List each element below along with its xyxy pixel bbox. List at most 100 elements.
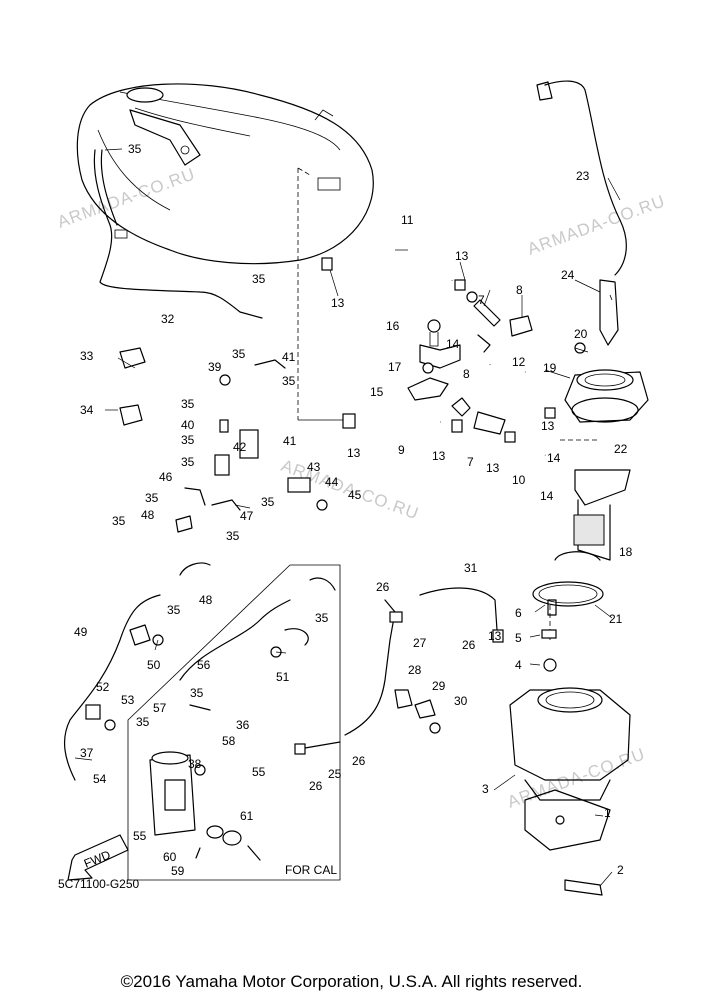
- callout: 42: [233, 440, 247, 454]
- callout: 49: [74, 625, 88, 639]
- copyright-text: ©2016 Yamaha Motor Corporation, U.S.A. A…: [120, 972, 583, 991]
- callout: 35: [181, 455, 195, 469]
- callout: 13: [541, 419, 555, 433]
- callout: 35: [315, 611, 329, 625]
- hose-23: [536, 80, 627, 346]
- callout: 13: [488, 629, 502, 643]
- callout: 55: [133, 829, 147, 843]
- callout: 13: [347, 446, 361, 460]
- callout: 16: [386, 319, 400, 333]
- callout: 3: [482, 782, 489, 796]
- callout: 6: [515, 606, 522, 620]
- leader-lines: [74, 148, 621, 887]
- callout: 9: [398, 443, 405, 457]
- callout: 17: [388, 360, 402, 374]
- callout: 58: [222, 734, 236, 748]
- callout: 30: [454, 694, 468, 708]
- callout: 35: [145, 491, 159, 505]
- callout: 23: [576, 169, 590, 183]
- callout: 13: [455, 249, 469, 263]
- left-small-parts: [119, 347, 328, 576]
- callout: 20: [574, 327, 588, 341]
- breather-hoses: [298, 248, 546, 457]
- diagram-code: 5C71100-G250: [58, 877, 139, 891]
- callout: 4: [515, 658, 522, 672]
- callout: 35: [232, 347, 246, 361]
- callout: 18: [619, 545, 633, 559]
- callout: 35: [181, 397, 195, 411]
- callout: 29: [432, 679, 446, 693]
- callout: 26: [376, 580, 390, 594]
- callout: 43: [307, 460, 321, 474]
- callout: 26: [462, 638, 476, 652]
- cal-label: FOR CAL: [285, 863, 337, 877]
- fwd-label: FWD: [82, 847, 113, 870]
- fwd-arrow: FWD: [67, 834, 129, 881]
- callout: 38: [188, 757, 202, 771]
- callout: 8: [463, 367, 470, 381]
- callout: 15: [370, 385, 384, 399]
- cal-canister-section: [127, 564, 341, 881]
- callout: 59: [171, 864, 185, 878]
- fuel-pump-cover: [294, 587, 631, 896]
- callout: 39: [208, 360, 222, 374]
- callout: 14: [547, 451, 561, 465]
- fittings-cluster: [321, 257, 556, 443]
- callout: 60: [163, 850, 177, 864]
- callout: 40: [181, 418, 195, 432]
- callout: 35: [261, 495, 275, 509]
- callout: 24: [561, 268, 575, 282]
- callout: 13: [432, 449, 446, 463]
- callout: 48: [199, 593, 213, 607]
- callout: 19: [543, 361, 557, 375]
- callout: 13: [331, 296, 345, 310]
- callout: 56: [197, 658, 211, 672]
- callout: 1: [604, 806, 611, 820]
- callout: 61: [240, 809, 254, 823]
- callout: 33: [80, 349, 94, 363]
- watermark: ARMADA-CO.RU: [505, 744, 648, 812]
- callout: 36: [236, 718, 250, 732]
- callout: 7: [478, 293, 485, 307]
- callout: 41: [283, 434, 297, 448]
- callout: 2: [617, 863, 624, 877]
- callout: 35: [252, 272, 266, 286]
- callout: 35: [181, 433, 195, 447]
- callout: 5: [515, 631, 522, 645]
- callout: 53: [121, 693, 135, 707]
- callout: 35: [282, 374, 296, 388]
- callout: 12: [512, 355, 526, 369]
- callout: 25: [328, 767, 342, 781]
- callout: 57: [153, 701, 167, 715]
- watermark: ARMADA-CO.RU: [525, 191, 668, 259]
- callout: 13: [486, 461, 500, 475]
- callout: 47: [240, 509, 254, 523]
- callout-labels: 1 2 3 4 5 6 7 7 8 8 9 10 11 12 13 13 13 …: [74, 142, 633, 878]
- callout: 35: [226, 529, 240, 543]
- callout: 34: [80, 403, 94, 417]
- callout: 46: [159, 470, 173, 484]
- callout: 26: [352, 754, 366, 768]
- hose-47-51: [64, 594, 282, 781]
- callout: 35: [167, 603, 181, 617]
- callout: 10: [512, 473, 526, 487]
- callout: 14: [446, 337, 460, 351]
- callout: 27: [413, 636, 427, 650]
- drain-hose-32: [93, 149, 263, 319]
- callout: 54: [93, 772, 107, 786]
- callout: 22: [614, 442, 628, 456]
- callout: 28: [408, 663, 422, 677]
- callout: 35: [128, 142, 142, 156]
- callout: 7: [467, 455, 474, 469]
- fuel-pump-assembly: [532, 342, 649, 640]
- callout: 52: [96, 680, 110, 694]
- fuel-tank: [76, 83, 374, 420]
- callout: 8: [516, 283, 523, 297]
- callout: 41: [282, 350, 296, 364]
- callout: 35: [136, 715, 150, 729]
- callout: 37: [80, 746, 94, 760]
- callout: 48: [141, 508, 155, 522]
- callout: 14: [540, 489, 554, 503]
- callout: 55: [252, 765, 266, 779]
